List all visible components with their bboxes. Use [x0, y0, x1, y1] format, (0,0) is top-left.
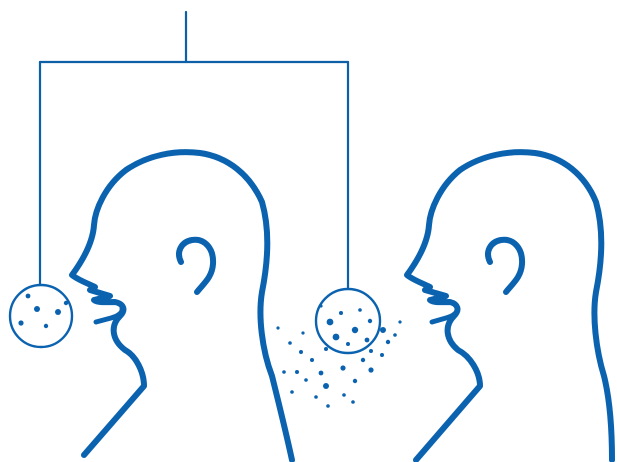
right-person	[407, 152, 612, 460]
droplet	[351, 400, 355, 404]
droplet	[326, 404, 330, 408]
right-head-outline	[407, 152, 612, 460]
droplet	[319, 371, 324, 376]
left-head-outline	[72, 152, 292, 460]
droplet	[319, 304, 322, 307]
droplet	[352, 327, 358, 333]
droplet	[64, 301, 68, 305]
droplet	[26, 294, 31, 299]
left-person	[72, 152, 292, 460]
right-mouth-magnifier	[316, 289, 380, 353]
droplet	[346, 342, 350, 346]
right-ear	[488, 240, 522, 292]
droplet	[44, 324, 48, 328]
droplet	[393, 333, 397, 337]
droplet	[340, 365, 345, 370]
droplet	[333, 334, 340, 341]
droplet	[295, 370, 299, 374]
left-ear	[179, 240, 213, 292]
droplet	[323, 383, 329, 389]
droplet	[380, 327, 386, 333]
droplet	[368, 319, 372, 323]
droplet	[314, 395, 318, 399]
droplet	[386, 340, 390, 344]
droplet	[276, 326, 279, 329]
droplet	[368, 367, 373, 372]
droplet	[398, 320, 401, 323]
left-mouth-magnifier	[10, 285, 72, 347]
droplet	[310, 358, 314, 362]
droplet	[342, 393, 346, 397]
droplet	[339, 311, 343, 315]
droplet	[55, 309, 61, 315]
droplet	[299, 350, 303, 354]
droplet	[290, 390, 294, 394]
droplet	[369, 349, 373, 353]
droplet	[353, 379, 357, 383]
left-magnifier-ring	[10, 285, 72, 347]
droplet	[361, 358, 365, 362]
droplet	[34, 306, 40, 312]
droplet	[304, 378, 308, 382]
droplet	[282, 370, 286, 374]
droplet	[288, 341, 292, 345]
droplet	[358, 308, 362, 312]
droplet	[301, 331, 304, 334]
droplet	[327, 319, 334, 326]
droplet	[18, 320, 23, 325]
droplet	[365, 338, 370, 343]
droplet	[324, 347, 328, 351]
droplet	[380, 353, 384, 357]
